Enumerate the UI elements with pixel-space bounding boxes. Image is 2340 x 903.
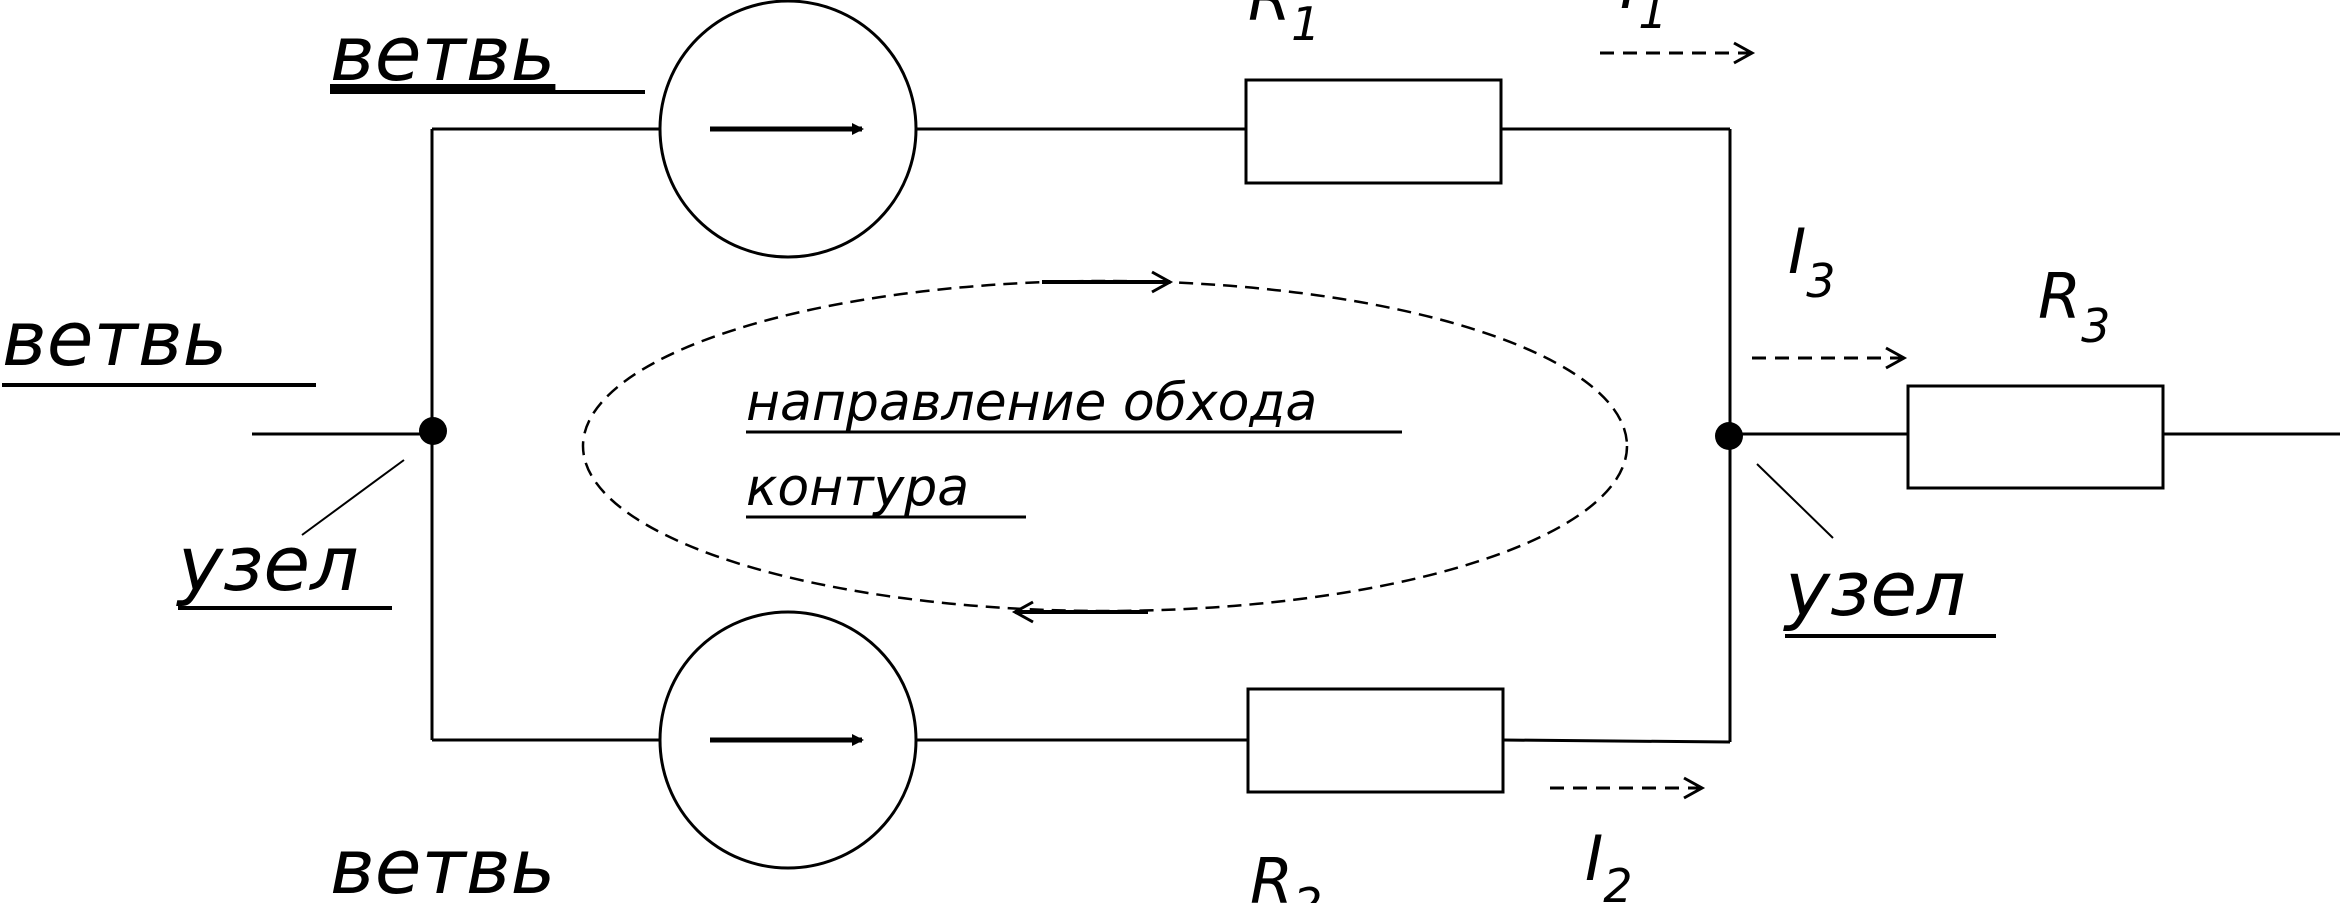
node-left-pointer xyxy=(301,459,405,536)
r3-symbol: R xyxy=(2038,260,2081,333)
i2-label: I2 xyxy=(1585,822,1633,903)
node-label-left: узел xyxy=(176,519,359,608)
source-top xyxy=(658,0,918,259)
i3-label: I3 xyxy=(1788,215,1836,308)
r2-symbol: R xyxy=(1250,845,1293,903)
branch-label-left: ветвь xyxy=(2,294,227,383)
loop-direction-label-line2: контура xyxy=(746,458,969,518)
source-bottom xyxy=(658,610,918,870)
i3-subscript: 3 xyxy=(1806,254,1835,308)
wire-bottom-right xyxy=(1502,738,1731,744)
resistor-r2 xyxy=(1246,687,1505,794)
r2-subscript: 2 xyxy=(1293,878,1322,903)
branch-label-bottom: ветвь xyxy=(330,822,555,903)
i1-subscript: 1 xyxy=(1638,0,1667,39)
loop-direction-label-line1: направление обхода xyxy=(746,373,1317,433)
node-left-dot xyxy=(419,417,447,445)
branch-label-top: ветвь xyxy=(330,9,555,98)
resistor-r1 xyxy=(1244,78,1503,185)
node-label-right: узел xyxy=(1783,544,1966,633)
i1-symbol: I xyxy=(1620,0,1638,23)
r3-label: R3 xyxy=(2038,260,2110,353)
i3-symbol: I xyxy=(1788,215,1806,288)
node-right-dot xyxy=(1715,422,1743,450)
i2-subscript: 2 xyxy=(1603,859,1632,903)
r1-subscript: 1 xyxy=(1291,0,1320,51)
i1-label: I1 xyxy=(1620,0,1668,39)
r1-label: R1 xyxy=(1248,0,1320,51)
r1-symbol: R xyxy=(1248,0,1291,35)
i2-symbol: I xyxy=(1585,822,1603,895)
r2-label: R2 xyxy=(1250,845,1322,903)
resistor-r3 xyxy=(1906,384,2165,490)
loop-direction-ellipse xyxy=(581,279,1629,613)
node-right-pointer xyxy=(1756,463,1834,539)
r3-subscript: 3 xyxy=(2081,299,2110,353)
